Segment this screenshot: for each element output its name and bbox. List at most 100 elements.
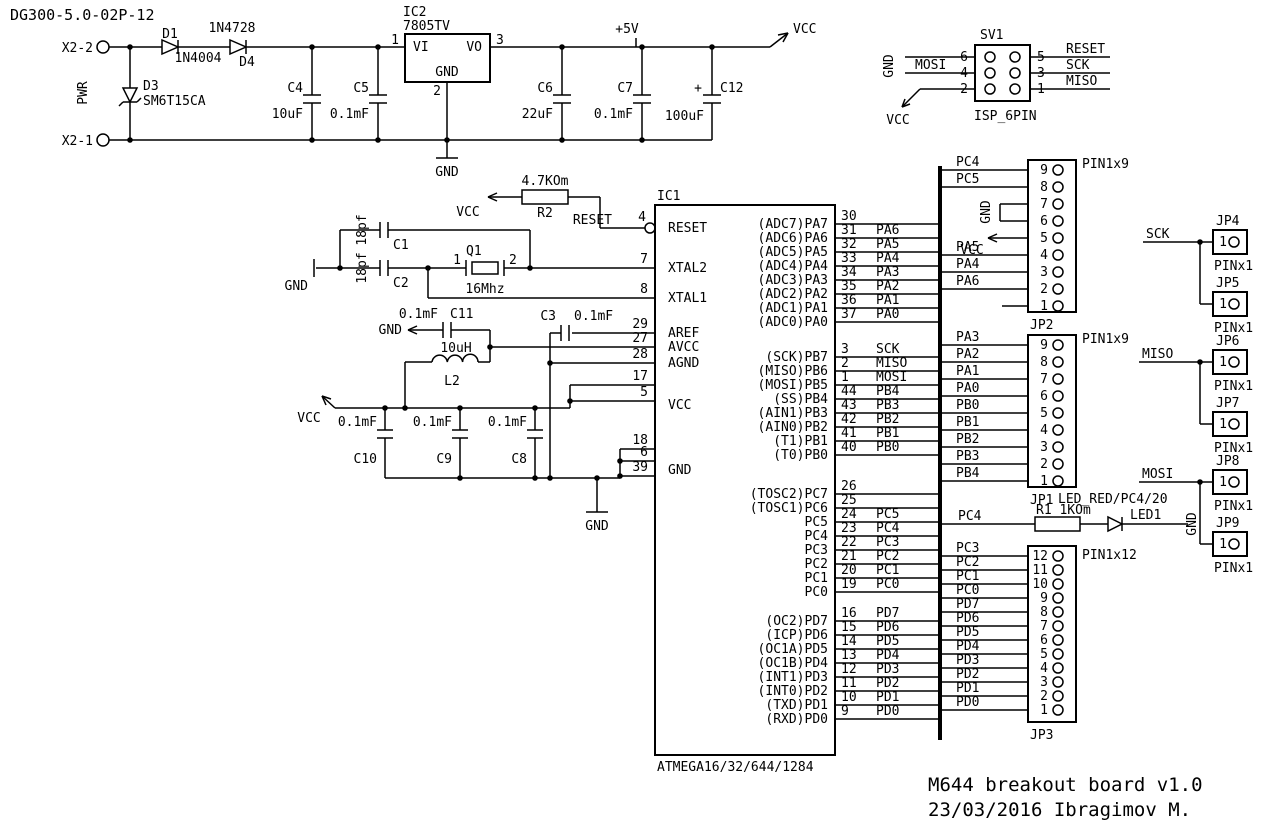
isp-pin3-number: 3 [1037,66,1045,81]
jp5-type: PINx1 [1214,321,1253,336]
net-label: PD6 [956,611,979,626]
net-label: PD2 [876,676,899,691]
d4-value: 1N4728 [209,21,256,36]
decoupling-section: VCC GND 0.1mF 0.1mF 0.1mF C10 C9 C8 [297,384,655,534]
analog-gnd-label: GND [379,323,403,338]
net-label: PD2 [956,667,979,682]
jp6-type: PINx1 [1214,379,1253,394]
d1-value: 1N4004 [175,51,222,66]
isp-ref: SV1 [980,28,1003,43]
pin-number: 31 [841,223,857,238]
pin-number: 7 [640,252,648,267]
pin-number: 35 [841,279,857,294]
pin-number: 37 [841,307,857,322]
pin-number: 7 [1040,197,1048,212]
q1-pin1-number: 1 [453,253,461,268]
c1-ref: C1 [393,238,409,253]
mcu-ic1: IC1 ATMEGA16/32/644/1284 RESET 4 XTAL2 7… [632,189,940,775]
net-label: PC1 [956,569,979,584]
isp-body [974,44,1031,102]
isp-pin5 [1009,51,1021,63]
jp5-body [1212,291,1248,317]
pin-name: (ADC2)PA2 [758,287,828,302]
title-block: DG300-5.0-02P-12 M644 breakout board v1.… [10,6,1203,821]
board-date-author: 23/03/2016 Ibragimov M. [928,799,1191,821]
c5-ref: C5 [353,81,369,96]
jp9-body [1212,531,1248,557]
isp-wires [901,56,1110,108]
pin-number: 25 [841,493,857,508]
ic2-vi-label: VI [413,40,429,55]
c9-value: 0.1mF [413,415,452,430]
isp-pin2-number: 2 [960,82,968,97]
ic2-pin1: 1 [391,33,399,48]
pin-name: (ADC4)PA4 [758,259,829,274]
net-label: PD6 [876,620,899,635]
net-label: PA4 [876,251,900,266]
pin-name: PC3 [805,543,828,558]
pin-number: 2 [1040,457,1048,472]
net-label: SCK [876,342,900,357]
pin-number: 4 [1040,248,1048,263]
pwr-label: PWR [76,81,91,105]
net-label: PB1 [876,426,899,441]
net-label: PB0 [956,398,979,413]
pin-name: (SCK)PB7 [765,350,828,365]
c9-ref: C9 [436,452,452,467]
net-label: PB1 [956,415,979,430]
analog-wires [404,322,655,478]
pin-number: 13 [841,648,857,663]
x2-2-label: X2-2 [62,41,93,56]
pin-number: 43 [841,398,857,413]
jp7-ref: JP7 [1216,396,1239,411]
c3-value: 0.1mF [574,309,613,324]
pin-number: 34 [841,265,857,280]
pin-number: 2 [841,356,849,371]
r1-resistor-body [1034,516,1081,532]
net-label: PD5 [956,625,979,640]
pin-number: 30 [841,209,857,224]
c6-ref: C6 [537,81,553,96]
pin-number: 14 [841,634,857,649]
net-label: PC4 [956,155,980,170]
pin-name: PC0 [805,585,828,600]
ic2-ref: IC2 [403,5,426,20]
pin-name: (OC1B)PD4 [758,656,829,671]
pin-name: (INT1)PD3 [758,670,828,685]
pin-name: PC4 [805,529,829,544]
board-title: M644 breakout board v1.0 [928,774,1203,796]
net-label: PA6 [876,223,899,238]
net-label: PA6 [956,274,979,289]
jp1-ref: JP1 [1030,493,1053,508]
sheet-code: DG300-5.0-02P-12 [10,6,155,24]
pin-number: 20 [841,563,857,578]
isp-pin1-number: 1 [1037,82,1045,97]
pin-number: 27 [632,331,648,346]
jp3-ref: JP3 [1030,728,1053,743]
net-label: PB2 [956,432,979,447]
net-label: PC3 [956,541,979,556]
pin-number: 2 [1040,689,1048,704]
pin-name: PC1 [805,571,828,586]
c4-ref: C4 [287,81,303,96]
c7-value: 0.1mF [594,107,633,122]
isp-name: ISP_6PIN [974,109,1037,124]
pin-number: 24 [841,507,857,522]
pin-name: (TXD)PD1 [765,698,828,713]
net-label: GND [979,200,994,224]
pin-number: 3 [841,342,849,357]
pin-number: 8 [640,282,648,297]
pin-number: 1 [841,370,849,385]
pin-name: (MISO)PB6 [758,364,828,379]
pin-name: (T1)PB1 [773,434,828,449]
pin-number: 44 [841,384,857,399]
pin-number: 41 [841,426,857,441]
d1-ref: D1 [162,27,178,42]
decap-gnd-label: GND [585,519,609,534]
net-label: PA3 [876,265,899,280]
net-label: PD1 [956,681,979,696]
reset-inversion-bubble [644,222,656,234]
pin-name: (ADC3)PA3 [758,273,828,288]
net-label: PD3 [876,662,899,677]
